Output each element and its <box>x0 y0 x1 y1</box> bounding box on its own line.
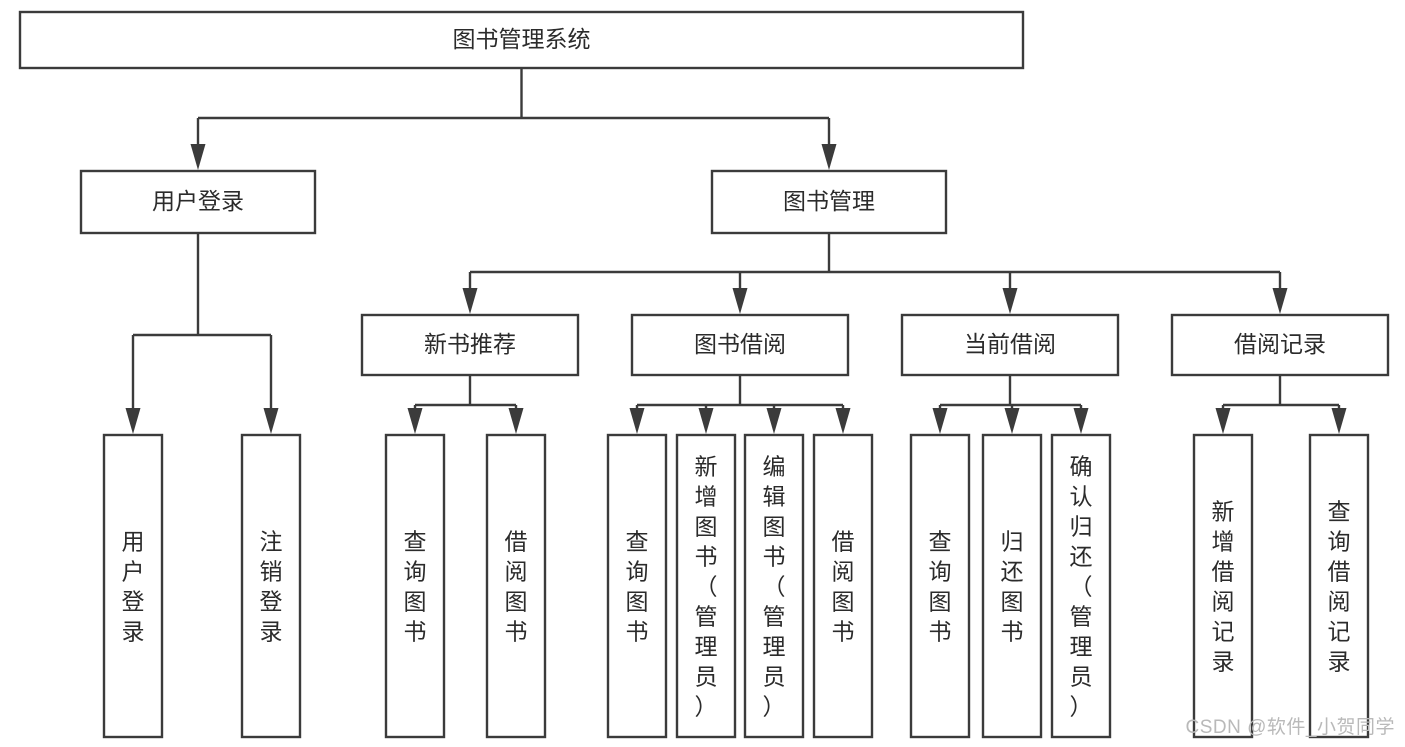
node-leaf-borrow-book-2-box <box>812 433 874 739</box>
node-leaf-user-login[interactable]: 用户登录 <box>102 433 164 739</box>
node-leaf-add-book-label: 新增图书（管理员） <box>695 453 718 719</box>
node-leaf-add-record-label: 新增借阅记录 <box>1212 498 1235 674</box>
node-user-login-label: 用户登录 <box>152 188 244 214</box>
node-leaf-query-book-2-label: 查询图书 <box>626 528 649 644</box>
node-root-box <box>18 10 1025 70</box>
node-leaf-user-logout-box <box>240 433 302 739</box>
node-leaf-borrow-book-1-box <box>485 433 547 739</box>
node-leaf-borrow-book-2-label: 借阅图书 <box>832 528 855 644</box>
node-leaf-add-book[interactable]: 新增图书（管理员） <box>675 433 737 739</box>
node-book-manage[interactable]: 图书管理 <box>710 169 948 235</box>
node-current-borrow-box <box>900 313 1120 377</box>
node-leaf-query-record-box <box>1308 433 1370 739</box>
node-leaf-query-book-1-label: 查询图书 <box>404 528 427 644</box>
node-leaf-return-book-box <box>981 433 1043 739</box>
node-leaf-borrow-book-2[interactable]: 借阅图书 <box>812 433 874 739</box>
node-leaf-edit-book-label: 编辑图书（管理员） <box>763 453 786 719</box>
node-root-label: 图书管理系统 <box>453 26 591 52</box>
node-book-borrow-box <box>630 313 850 377</box>
node-leaf-query-book-3-label: 查询图书 <box>929 528 952 644</box>
node-book-borrow[interactable]: 图书借阅 <box>630 313 850 377</box>
node-leaf-query-record[interactable]: 查询借阅记录 <box>1308 433 1370 739</box>
node-leaf-add-record-box <box>1192 433 1254 739</box>
watermark-text: CSDN @软件_小贺同学 <box>1185 717 1395 738</box>
node-borrow-record-box <box>1170 313 1390 377</box>
node-leaf-user-login-label: 用户登录 <box>122 528 145 644</box>
node-book-manage-label: 图书管理 <box>783 188 875 214</box>
node-leaf-return-book-label: 归还图书 <box>1001 528 1024 644</box>
node-leaf-borrow-book-1[interactable]: 借阅图书 <box>485 433 547 739</box>
node-leaf-confirm-return[interactable]: 确认归还（管理员） <box>1050 433 1112 739</box>
node-leaf-add-book-box <box>675 433 737 739</box>
node-new-book-recommend[interactable]: 新书推荐 <box>360 313 580 377</box>
node-leaf-user-logout[interactable]: 注销登录 <box>240 433 302 739</box>
node-new-book-recommend-label: 新书推荐 <box>424 331 516 357</box>
node-book-borrow-label: 图书借阅 <box>694 331 786 357</box>
node-current-borrow-label: 当前借阅 <box>964 331 1056 357</box>
node-leaf-query-record-label: 查询借阅记录 <box>1328 498 1351 674</box>
node-leaf-query-book-3-box <box>909 433 971 739</box>
node-leaf-edit-book-box <box>743 433 805 739</box>
node-leaf-user-login-box <box>102 433 164 739</box>
node-leaf-edit-book[interactable]: 编辑图书（管理员） <box>743 433 805 739</box>
node-new-book-recommend-box <box>360 313 580 377</box>
node-leaf-return-book[interactable]: 归还图书 <box>981 433 1043 739</box>
node-borrow-record[interactable]: 借阅记录 <box>1170 313 1390 377</box>
node-leaf-query-book-3[interactable]: 查询图书 <box>909 433 971 739</box>
node-leaf-query-book-2[interactable]: 查询图书 <box>606 433 668 739</box>
node-leaf-query-book-1-box <box>384 433 446 739</box>
node-leaf-query-book-1[interactable]: 查询图书 <box>384 433 446 739</box>
node-leaf-user-logout-label: 注销登录 <box>260 528 283 644</box>
node-root[interactable]: 图书管理系统 <box>18 10 1025 70</box>
node-user-login-box <box>79 169 317 235</box>
node-leaf-confirm-return-box <box>1050 433 1112 739</box>
node-leaf-add-record[interactable]: 新增借阅记录 <box>1192 433 1254 739</box>
node-current-borrow[interactable]: 当前借阅 <box>900 313 1120 377</box>
node-leaf-query-book-2-box <box>606 433 668 739</box>
node-book-manage-box <box>710 169 948 235</box>
node-leaf-borrow-book-1-label: 借阅图书 <box>505 528 528 644</box>
node-user-login[interactable]: 用户登录 <box>79 169 317 235</box>
node-borrow-record-label: 借阅记录 <box>1234 331 1326 357</box>
node-leaf-confirm-return-label: 确认归还（管理员） <box>1070 453 1093 719</box>
